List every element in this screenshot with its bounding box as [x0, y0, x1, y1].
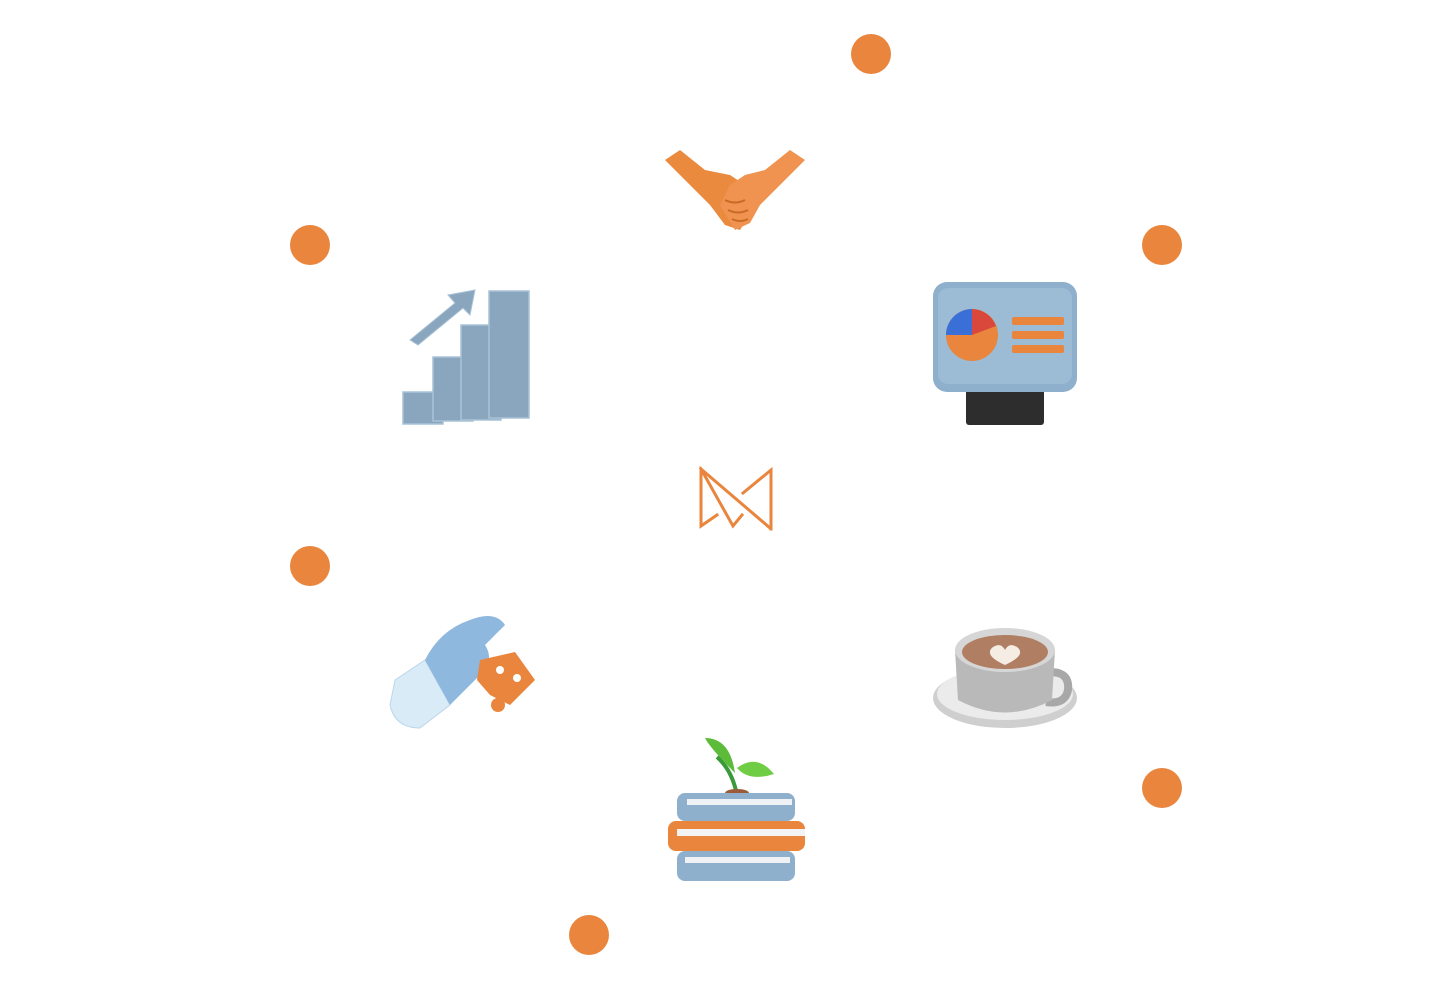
decorative-dot: [1142, 225, 1182, 265]
hand-with-puzzle-icon: [389, 616, 535, 729]
coffee-cup-icon: [933, 628, 1077, 728]
decorative-dot: [290, 225, 330, 265]
m-monogram-logo: [698, 465, 773, 531]
decorative-dot: [1142, 768, 1182, 808]
growth-bar-chart-icon: [402, 289, 530, 425]
books-with-sprout-icon: [668, 738, 805, 881]
presentation-board-icon: [933, 282, 1077, 425]
handshake-icon: [665, 150, 805, 230]
decorative-dot: [851, 34, 891, 74]
decorative-dot: [569, 915, 609, 955]
decorative-dot: [290, 546, 330, 586]
